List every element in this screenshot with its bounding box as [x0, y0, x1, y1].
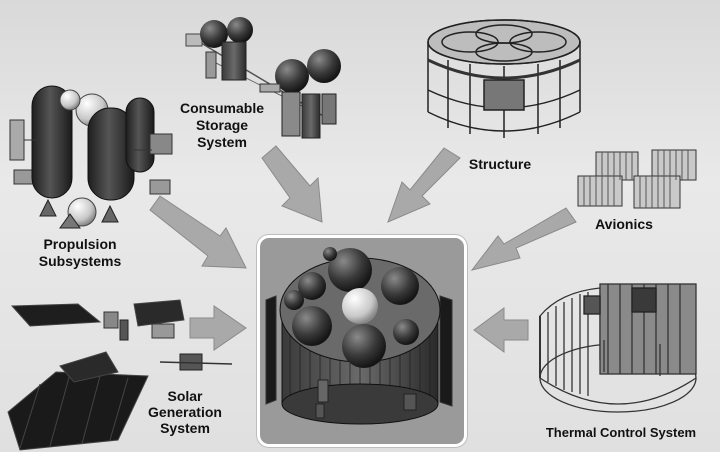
solar-label-line-3: System — [160, 420, 210, 436]
solar-generation-graphic — [7, 299, 233, 451]
integrated-spacecraft-graphic — [265, 247, 453, 425]
solar-label-line-2: Generation — [148, 404, 222, 420]
thermal-control-graphic — [539, 283, 697, 413]
propulsion-label: Propulsion Subsystems — [20, 236, 140, 270]
propulsion-graphic — [9, 85, 173, 229]
solar-label-line-1: Solar — [167, 388, 203, 404]
avionics-label-text: Avionics — [595, 216, 653, 232]
arrow-solar — [189, 305, 247, 351]
propulsion-label-line-1: Propulsion — [43, 236, 117, 252]
solar-generation-label: Solar Generation System — [130, 388, 240, 436]
consumable-storage-graphic — [185, 17, 341, 139]
structure-graphic — [427, 19, 581, 138]
arrow-consumable — [261, 145, 323, 223]
consumable-label-line-3: System — [197, 134, 247, 150]
consumable-storage-label: Consumable Storage System — [168, 100, 276, 151]
arrow-structure — [387, 147, 461, 223]
consumable-label-line-2: Storage — [195, 117, 249, 133]
avionics-label: Avionics — [582, 216, 666, 233]
arrow-avionics — [470, 207, 577, 271]
avionics-graphic — [577, 149, 697, 209]
propulsion-label-line-2: Subsystems — [38, 253, 122, 269]
thermal-control-label: Thermal Control System — [528, 424, 714, 441]
arrow-thermal — [473, 307, 529, 353]
arrows — [149, 145, 577, 353]
consumable-label-line-1: Consumable — [179, 100, 264, 116]
structure-label: Structure — [452, 156, 548, 173]
thermal-label-text: Thermal Control System — [545, 425, 697, 440]
structure-label-text: Structure — [468, 156, 532, 172]
arrow-propulsion — [149, 195, 247, 269]
